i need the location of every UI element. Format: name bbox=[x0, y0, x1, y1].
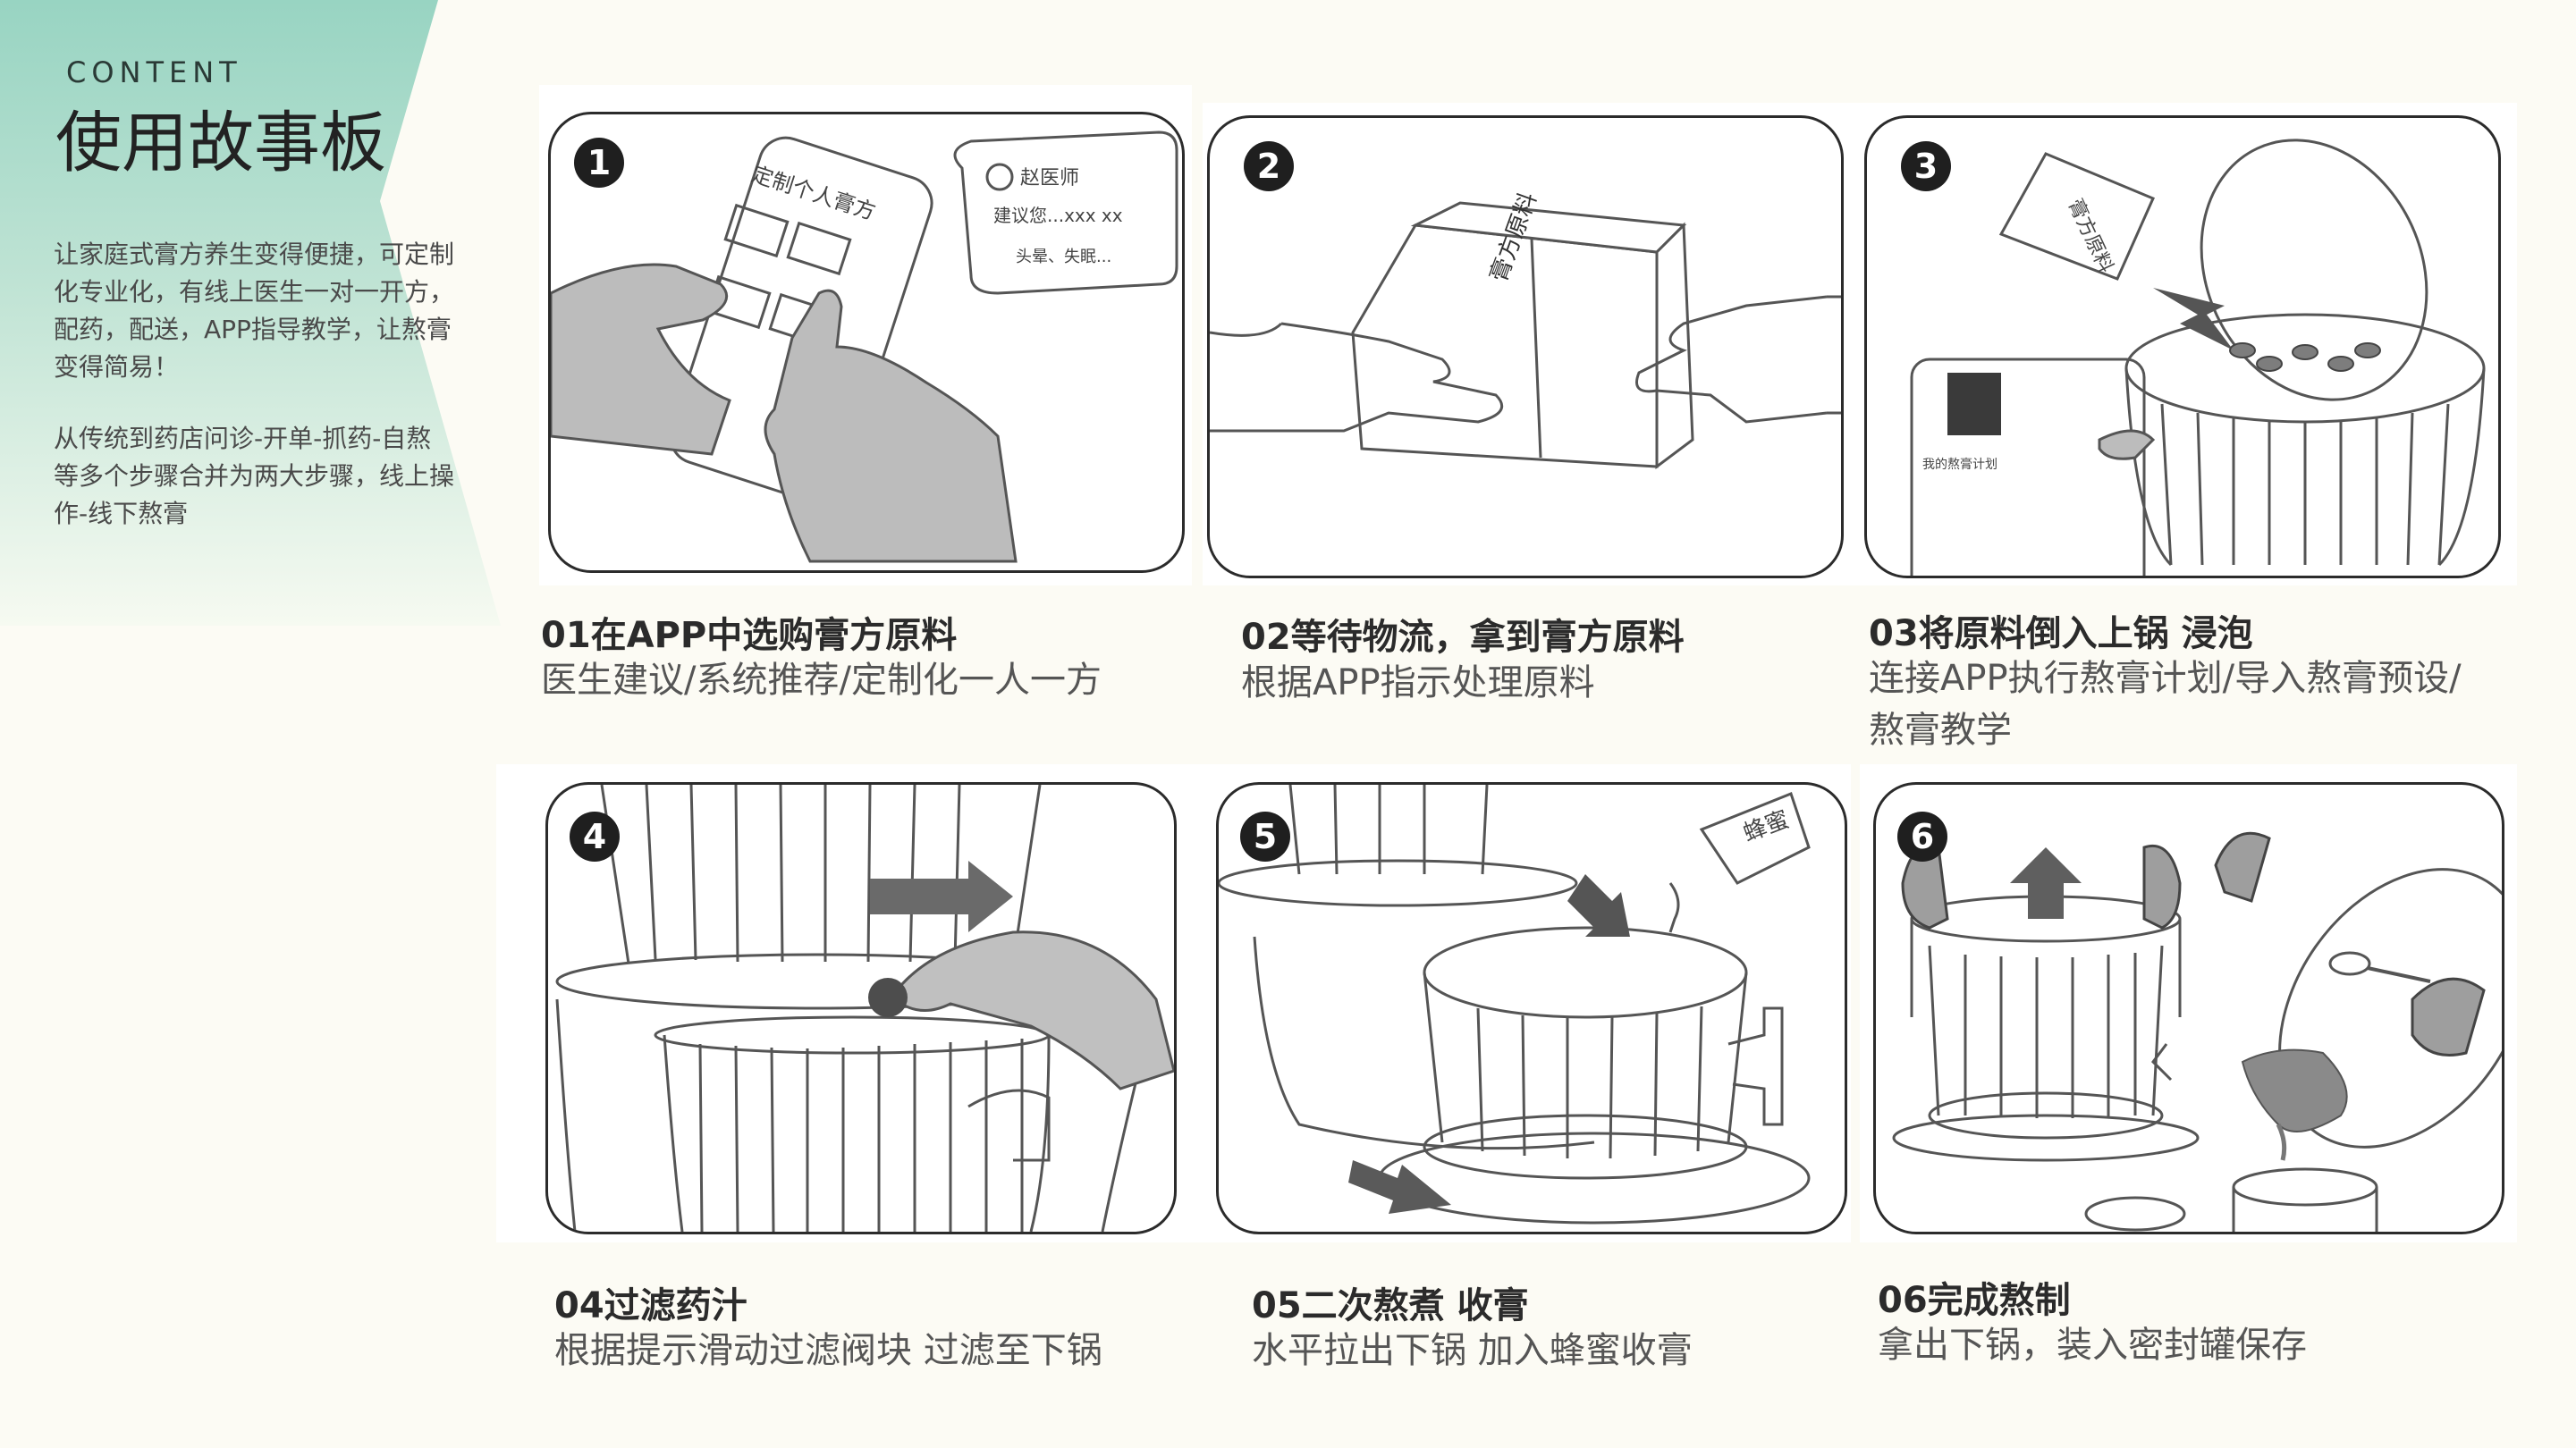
sketch-chat-name-text: 赵医师 bbox=[1020, 167, 1079, 189]
panel-frame-1: 1 定制个人膏方 赵医师 建议您...xxx xx 头晕、失眠... bbox=[548, 112, 1185, 573]
step-title-1: 01在APP中选购膏方原料 bbox=[541, 615, 958, 656]
step-number-badge-3: 3 bbox=[1901, 141, 1951, 191]
step-title-5: 05二次熬煮 收膏 bbox=[1252, 1285, 1529, 1326]
step-description-2: 根据APP指示处理原料 bbox=[1241, 662, 1595, 703]
sketch-phone-label: 我的熬膏计划 bbox=[1922, 457, 1997, 472]
sketch-finished-storage-illustration bbox=[1892, 831, 2502, 1232]
step-number-badge-5: 5 bbox=[1240, 812, 1290, 862]
step-description-4: 根据提示滑动过滤阀块 过滤至下锅 bbox=[554, 1330, 1102, 1371]
sketch-bag-label: 膏方原料 bbox=[2064, 196, 2117, 276]
sketch-chat-line-1: 建议您...xxx xx bbox=[993, 205, 1123, 226]
storyboard-panel-5: 5 蜂蜜 bbox=[1198, 764, 1851, 1242]
sketch-honey-add-illustration: 蜂蜜 bbox=[1219, 785, 1811, 1225]
sketch-phone-app-illustration: 定制个人膏方 赵医师 建议您...xxx xx 头晕、失眠... bbox=[551, 130, 1178, 563]
sketch-chat-line-2: 头晕、失眠... bbox=[1016, 248, 1111, 266]
step-number-badge-1: 1 bbox=[574, 138, 624, 188]
step-title-2: 02等待物流，拿到膏方原料 bbox=[1241, 617, 1685, 658]
panel-frame-5: 5 蜂蜜 bbox=[1216, 782, 1847, 1234]
panel-frame-3: 3 膏方原料 我的熬膏计划 bbox=[1864, 115, 2501, 578]
section-eyebrow: CONTENT bbox=[66, 55, 242, 89]
step-description-1: 医生建议/系统推荐/定制化一人一方 bbox=[541, 660, 1102, 701]
storyboard-panel-4: 4 bbox=[496, 764, 1198, 1242]
step-description-5: 水平拉出下锅 加入蜂蜜收膏 bbox=[1252, 1330, 1693, 1371]
step-title-6: 06完成熬制 bbox=[1878, 1280, 2071, 1321]
step-description-6: 拿出下锅，装入密封罐保存 bbox=[1878, 1325, 2307, 1366]
storyboard-panel-3: 3 膏方原料 我的熬膏计划 bbox=[1860, 103, 2517, 585]
step-number-badge-6: 6 bbox=[1897, 812, 1947, 862]
sketch-package-handoff-illustration: 膏方原料 bbox=[1210, 189, 1841, 469]
intro-paragraph-2: 从传统到药店问诊-开单-抓药-自熬等多个步骤合并为两大步骤，线上操作-线下熬膏 bbox=[54, 424, 455, 528]
intro-paragraph-1: 让家庭式膏方养生变得便捷，可定制化专业化，有线上医生一对一开方，配药，配送，AP… bbox=[54, 240, 455, 382]
step-number-badge-4: 4 bbox=[570, 812, 620, 862]
step-title-3: 03将原料倒入上锅 浸泡 bbox=[1869, 613, 2253, 654]
panel-frame-6: 6 bbox=[1873, 782, 2504, 1234]
intro-text: 让家庭式膏方养生变得便捷，可定制化专业化，有线上医生一对一开方，配药，配送，AP… bbox=[54, 236, 456, 567]
panel-frame-4: 4 bbox=[545, 782, 1177, 1234]
step-number-badge-2: 2 bbox=[1244, 141, 1294, 191]
sketch-filter-slide-illustration bbox=[555, 785, 1174, 1232]
step-description-3: 连接APP执行熬膏计划/导入熬膏预设/熬膏教学 bbox=[1869, 658, 2462, 751]
step-title-4: 04过滤药汁 bbox=[554, 1285, 747, 1326]
storyboard-panel-1: 1 定制个人膏方 赵医师 建议您...xxx xx 头晕、失眠... bbox=[539, 85, 1192, 585]
panel-frame-2: 2 膏方原料 bbox=[1207, 115, 1844, 578]
sketch-pour-ingredients-illustration: 膏方原料 我的熬膏计划 bbox=[1910, 139, 2486, 576]
page-title: 使用故事板 bbox=[55, 105, 386, 181]
storyboard-panel-6: 6 bbox=[1860, 764, 2517, 1242]
storyboard-panel-2: 2 膏方原料 bbox=[1203, 103, 1860, 585]
